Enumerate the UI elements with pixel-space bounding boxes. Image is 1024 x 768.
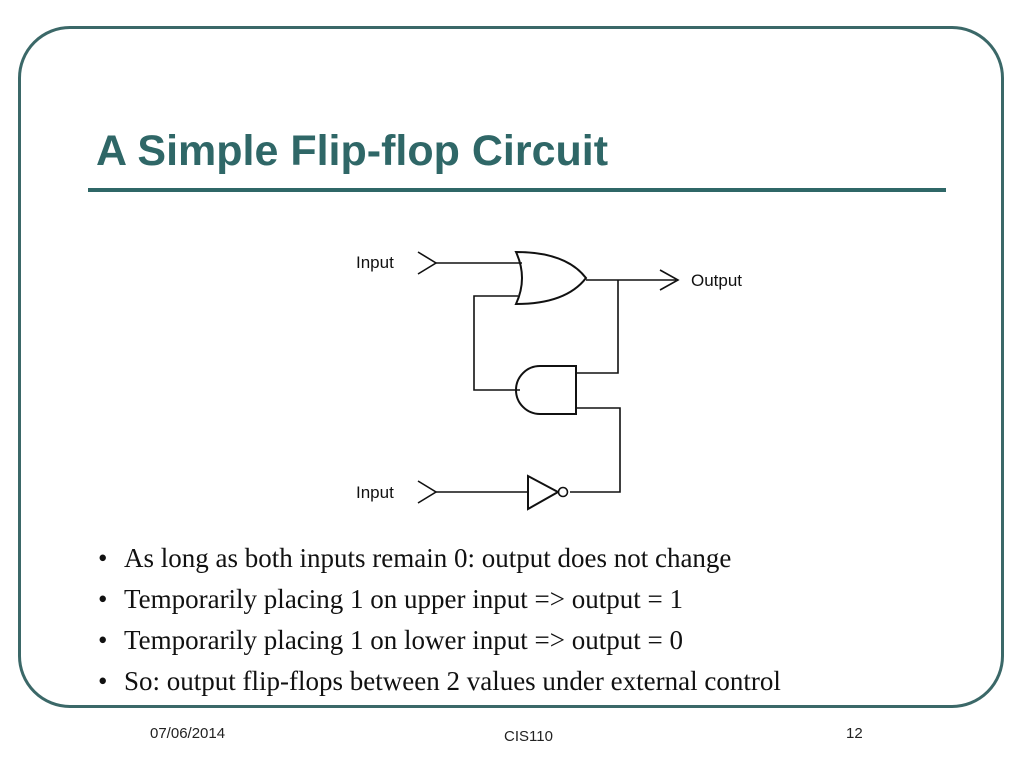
bullet-text: As long as both inputs remain 0: output … [124, 543, 732, 573]
bullet-glyph: • [98, 666, 108, 696]
output-terminal [659, 269, 680, 291]
bullet-item: • So: output flip-flops between 2 values … [98, 661, 781, 702]
bullet-item: • Temporarily placing 1 on upper input =>… [98, 579, 781, 620]
bullet-glyph: • [98, 625, 108, 655]
upper-input-terminal [417, 251, 438, 275]
lower-input-terminal [417, 480, 438, 504]
bullet-text: Temporarily placing 1 on upper input => … [124, 584, 683, 614]
output-label: Output [691, 271, 742, 290]
flip-flop-diagram: Input Output Input [356, 250, 742, 511]
upper-input-label: Input [356, 253, 394, 272]
not-gate [527, 474, 561, 511]
feedback-wire-output [576, 280, 619, 374]
not-gate-bubble [557, 486, 569, 498]
footer-date: 07/06/2014 [150, 725, 226, 742]
slide-frame [18, 26, 1004, 708]
and-gate [515, 365, 577, 415]
or-gate [514, 250, 588, 306]
slide-title: A Simple Flip-flop Circuit [96, 127, 609, 175]
footer-course: CIS110 [504, 728, 553, 745]
bullet-item: • Temporarily placing 1 on lower input =>… [98, 620, 781, 661]
bullet-glyph: • [98, 584, 108, 614]
bullet-text: So: output flip-flops between 2 values u… [124, 666, 781, 696]
lower-input-label: Input [356, 483, 394, 502]
feedback-wire-and-to-or [473, 295, 520, 391]
bullet-item: • As long as both inputs remain 0: output… [98, 538, 781, 579]
bullet-text: Temporarily placing 1 on lower input => … [124, 625, 683, 655]
footer-page-number: 12 [846, 725, 863, 742]
bullet-glyph: • [98, 543, 108, 573]
bullet-list: • As long as both inputs remain 0: output… [98, 538, 781, 702]
and-lower-input-wire [570, 407, 621, 493]
title-underline [88, 188, 946, 192]
